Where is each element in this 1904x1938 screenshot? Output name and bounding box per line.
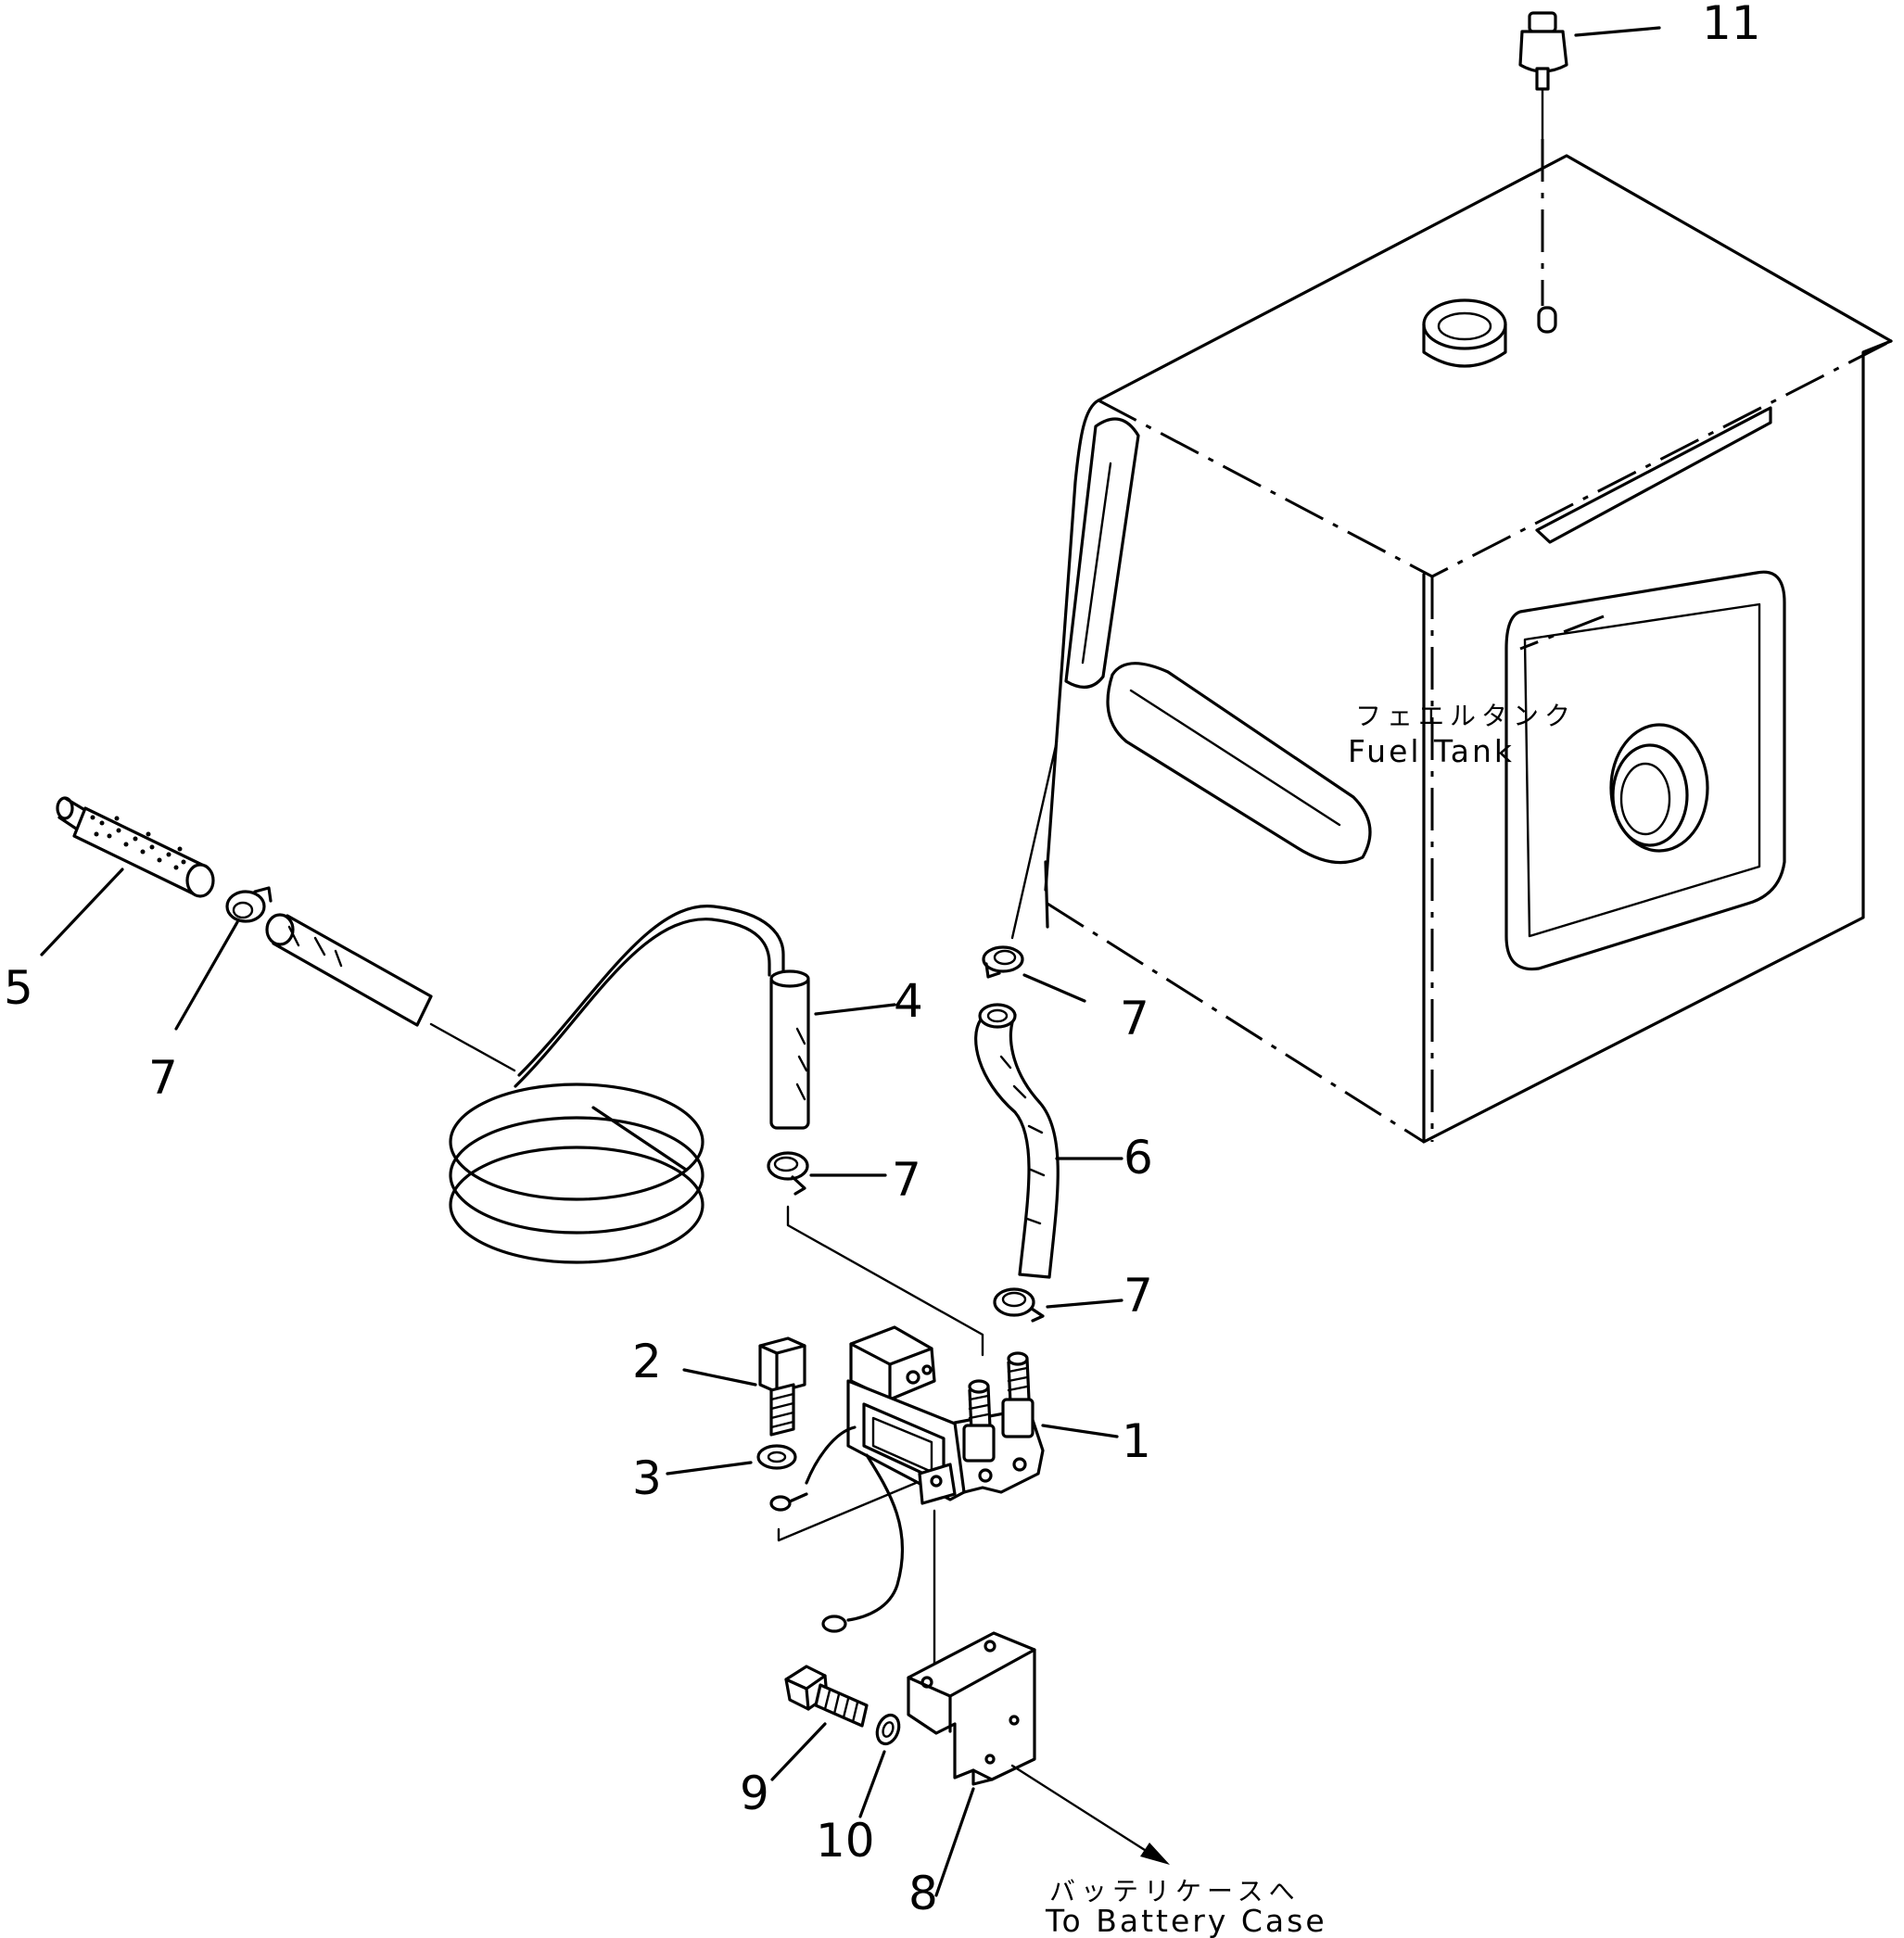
clamp-part-7-under-hose-4 [767, 1151, 984, 1357]
caption-fuel-tank-en: Fuel Tank [1348, 733, 1515, 769]
strainer-mesh-dots [90, 815, 186, 870]
bolt-part-9 [770, 1665, 869, 1781]
clamp-part-7-hose-6-top [982, 740, 1086, 1003]
hose-part-4 [769, 969, 896, 1130]
label-part-7-hose-6-bottom: 7 [1123, 1269, 1153, 1323]
clamp-part-7-hose-6-bottom [993, 1287, 1123, 1323]
label-part-1: 1 [1122, 1414, 1151, 1468]
hose-part-6 [974, 1003, 1123, 1279]
bolt-part-2 [682, 1336, 806, 1437]
washer-part-10 [858, 1713, 901, 1818]
fuel-pump-part-1 [769, 1325, 1119, 1670]
label-part-10: 10 [816, 1814, 875, 1868]
sensor-part-11 [1518, 11, 1661, 306]
label-part-9: 9 [740, 1767, 769, 1820]
clamp-part-7-strainer [174, 886, 273, 1031]
label-part-6: 6 [1123, 1131, 1153, 1184]
label-part-7-hose-6-top: 7 [1120, 992, 1149, 1045]
label-part-5: 5 [4, 961, 33, 1015]
fuel-tank [1044, 154, 1893, 1144]
label-part-4: 4 [894, 974, 923, 1028]
part-number-labels: 11 5 7 4 7 6 7 7 2 1 3 9 10 8 [4, 0, 1761, 1920]
bracket-part-8 [907, 1631, 1170, 1897]
washer-part-3 [666, 1444, 797, 1476]
label-part-11: 11 [1702, 0, 1761, 50]
caption-battery-jp: バッテリケースへ [1049, 1876, 1301, 1906]
label-part-7-strainer: 7 [148, 1051, 178, 1105]
label-part-7-under-hose-4: 7 [892, 1153, 921, 1207]
label-part-8: 8 [908, 1867, 938, 1920]
strainer-part-5 [40, 796, 215, 956]
fuel-hose-coil [265, 905, 785, 1264]
caption-battery-en: To Battery Case [1045, 1903, 1327, 1938]
captions: フェエルタンク Fuel Tank バッテリケースへ To Battery Ca… [1045, 701, 1576, 1938]
label-part-3: 3 [632, 1451, 662, 1505]
label-part-2: 2 [632, 1335, 662, 1388]
caption-fuel-tank-jp: フェエルタンク [1355, 701, 1576, 731]
